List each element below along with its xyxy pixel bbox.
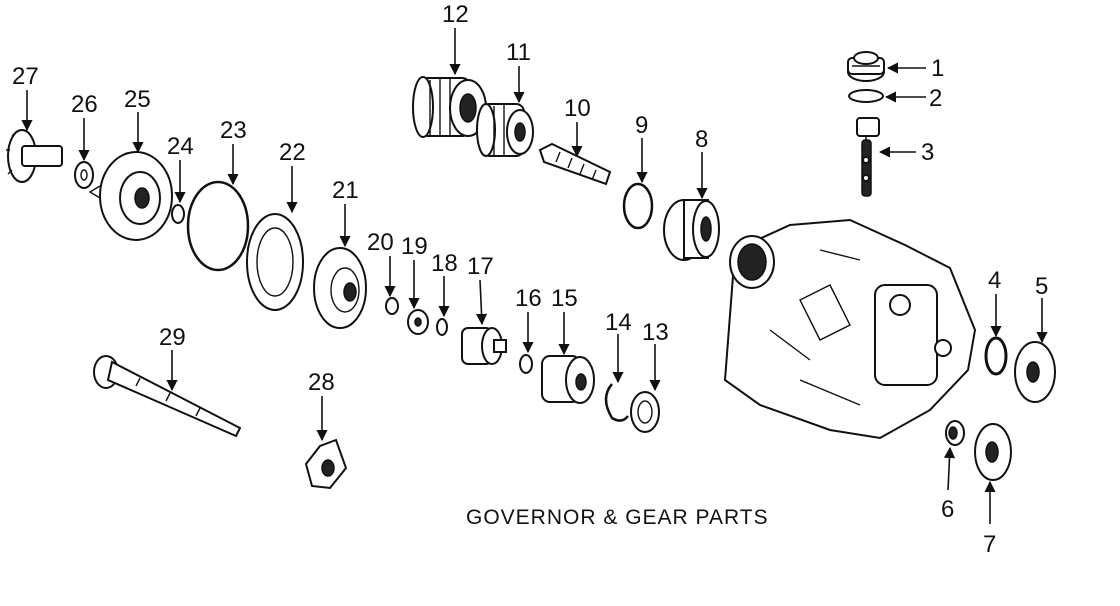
part-8-bearing-holder (663, 199, 720, 261)
part-9-snap-ring (622, 182, 654, 230)
callout-7: 7 (983, 531, 996, 558)
callout-13: 13 (642, 319, 669, 346)
leader-lines (21, 28, 1048, 524)
part-26-washer (74, 161, 94, 189)
part-transmission-case (723, 218, 977, 440)
part-12-gear (412, 76, 487, 138)
callout-5: 5 (1035, 273, 1048, 300)
callout-1: 1 (931, 55, 944, 82)
callout-11: 11 (506, 39, 531, 66)
callout-12: 12 (442, 1, 469, 28)
part-1-governor-cap (847, 51, 885, 82)
part-6-bushing (945, 420, 965, 446)
part-4-oil-seal (984, 336, 1008, 376)
part-24-washer (171, 204, 185, 224)
callout-27: 27 (12, 63, 39, 90)
part-22-gear (246, 213, 304, 311)
callout-29: 29 (159, 324, 186, 351)
callout-21: 21 (332, 177, 359, 204)
callout-numbers: 1 2 3 4 5 6 7 8 9 10 11 12 13 14 15 16 1… (12, 1, 1048, 558)
callout-26: 26 (71, 91, 98, 118)
callout-14: 14 (605, 309, 632, 336)
callout-4: 4 (988, 267, 1001, 294)
part-7-gear (974, 423, 1012, 481)
callout-3: 3 (921, 139, 934, 166)
callout-25: 25 (124, 86, 151, 113)
part-2-o-ring (848, 89, 884, 103)
callout-22: 22 (279, 139, 306, 166)
callout-17: 17 (467, 253, 494, 280)
callout-6: 6 (941, 496, 954, 523)
callout-2: 2 (929, 85, 942, 112)
part-14-snap-ring (604, 383, 629, 422)
callout-16: 16 (515, 285, 542, 312)
callout-9: 9 (635, 112, 648, 139)
part-28-bracket (304, 438, 348, 490)
part-11-gear (476, 103, 534, 157)
part-16-washer (519, 354, 533, 374)
callout-23: 23 (220, 117, 247, 144)
part-5-gear (1014, 341, 1056, 403)
callout-19: 19 (401, 233, 428, 260)
part-17-gear (461, 327, 507, 365)
callout-24: 24 (167, 133, 194, 160)
callout-15: 15 (551, 285, 578, 312)
part-10-pinion (538, 142, 612, 186)
part-18-washer (436, 318, 448, 336)
part-19-nut (407, 309, 429, 335)
callout-20: 20 (367, 229, 394, 256)
callout-10: 10 (564, 95, 591, 122)
callout-8: 8 (695, 126, 708, 153)
part-29-shaft (93, 355, 242, 438)
part-20-washer (385, 297, 399, 315)
part-21-gear (313, 247, 367, 329)
part-15-gear (541, 355, 595, 404)
callout-18: 18 (431, 250, 458, 277)
part-25-governor-housing (88, 151, 173, 241)
part-23-clip-ring (186, 180, 250, 272)
callout-28: 28 (308, 369, 335, 396)
part-13-bearing (630, 391, 660, 433)
part-27-pinion-shaft (6, 129, 63, 183)
part-3-governor-shaft (856, 117, 880, 197)
diagram-title: GOVERNOR & GEAR PARTS (466, 506, 769, 529)
